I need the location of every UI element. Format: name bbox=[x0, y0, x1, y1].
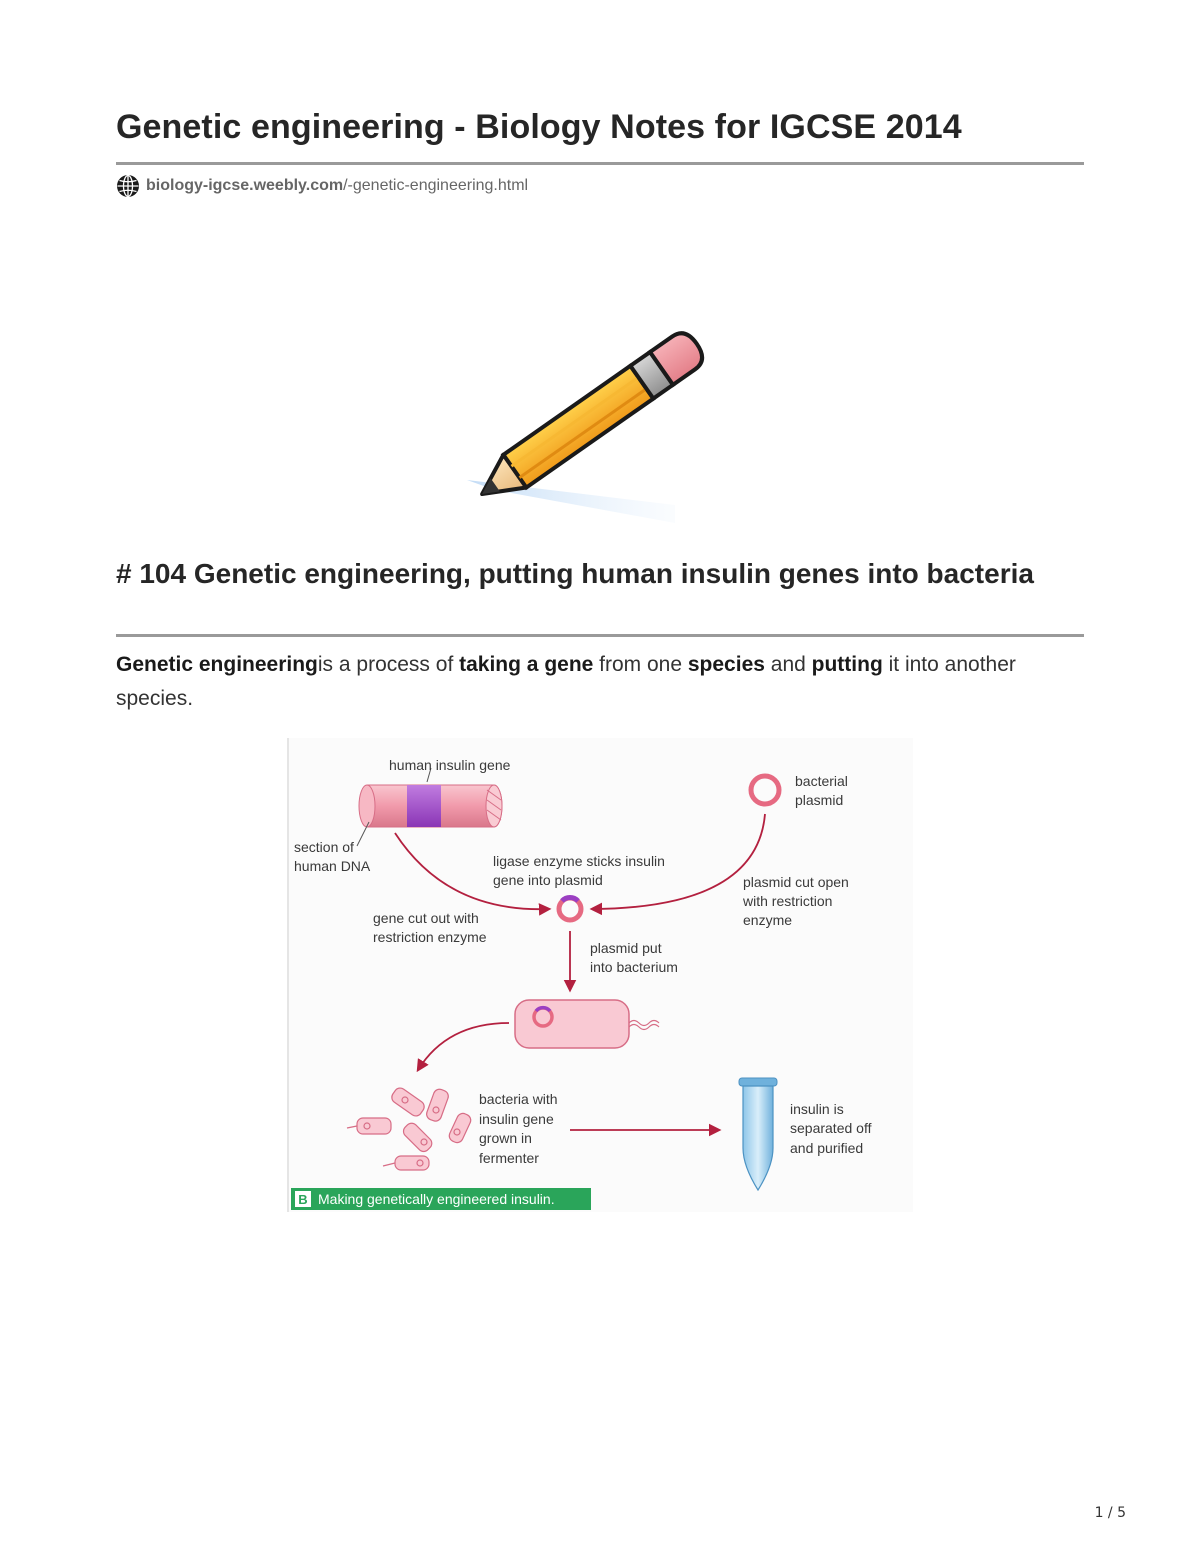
label-bacterial-plasmid: bacterial bbox=[795, 773, 848, 789]
label-section-of-dna: human DNA bbox=[294, 858, 371, 874]
label-bacteria-with: grown in bbox=[479, 1130, 532, 1146]
label-bacteria-with: bacteria with bbox=[479, 1091, 558, 1107]
source-link[interactable]: biology-igcse.weebly.com/-genetic-engine… bbox=[116, 173, 528, 199]
insulin-gene-segment bbox=[407, 785, 441, 827]
page-number: 1 / 5 bbox=[1094, 1505, 1126, 1521]
bacterial-plasmid bbox=[748, 773, 782, 807]
leader-line bbox=[426, 767, 432, 783]
label-bacteria-with: fermenter bbox=[479, 1150, 539, 1166]
label-insulin-separated: and purified bbox=[790, 1140, 863, 1156]
text-run: is a process of bbox=[317, 653, 460, 676]
dna-section bbox=[358, 784, 503, 828]
label-ligase: gene into plasmid bbox=[493, 872, 603, 888]
label-human-insulin-gene: human insulin gene bbox=[389, 757, 511, 773]
globe-icon bbox=[117, 174, 139, 198]
text-run: it into another species. bbox=[116, 653, 1016, 710]
bacteria-colony bbox=[346, 1087, 472, 1171]
intro-paragraph: Genetic engineeringis a process of takin… bbox=[116, 648, 1084, 716]
label-section-of-dna: section of bbox=[294, 839, 354, 855]
label-bacteria-with: insulin gene bbox=[479, 1111, 554, 1127]
arrow-gene-to-plasmid bbox=[394, 832, 552, 916]
source-domain[interactable]: biology-igcse.weebly.com bbox=[146, 177, 344, 194]
source-path[interactable]: /-genetic-engineering.html bbox=[343, 177, 529, 194]
label-plasmid-cut: with restriction bbox=[742, 893, 832, 909]
text-run: and bbox=[764, 653, 812, 676]
label-plasmid-put: into bacterium bbox=[590, 959, 678, 975]
recombinant-plasmid bbox=[556, 895, 584, 923]
label-plasmid-put: plasmid put bbox=[590, 940, 662, 956]
label-plasmid-cut: enzyme bbox=[743, 912, 792, 928]
test-tube bbox=[738, 1077, 778, 1192]
arrow-to-fermenter bbox=[416, 1022, 510, 1073]
title-divider bbox=[116, 162, 1084, 165]
insulin-diagram: human insulin gene section of human DNA … bbox=[287, 738, 913, 1212]
section-divider bbox=[116, 634, 1084, 637]
label-ligase: ligase enzyme sticks insulin bbox=[493, 853, 665, 869]
label-plasmid-cut: plasmid cut open bbox=[743, 874, 849, 890]
caption-text: Making genetically engineered insulin. bbox=[318, 1191, 555, 1207]
term-putting: putting bbox=[811, 653, 883, 676]
term-genetic-engineering: Genetic engineering bbox=[116, 653, 318, 676]
diagram-svg: human insulin gene section of human DNA … bbox=[287, 738, 913, 1212]
text-run: from one bbox=[593, 653, 688, 676]
term-taking-a-gene: taking a gene bbox=[459, 653, 594, 676]
page-title: Genetic engineering - Biology Notes for … bbox=[116, 108, 962, 146]
label-gene-cut: gene cut out with bbox=[373, 910, 479, 926]
term-species: species bbox=[687, 653, 765, 676]
arrow-plasmid-cut bbox=[589, 813, 766, 916]
label-bacterial-plasmid: plasmid bbox=[795, 792, 843, 808]
caption-letter: B bbox=[298, 1192, 307, 1207]
bacterium bbox=[514, 999, 660, 1049]
pencil-illustration bbox=[467, 331, 705, 523]
figure-caption: B Making genetically engineered insulin. bbox=[291, 1188, 591, 1210]
leader-line bbox=[356, 821, 370, 847]
label-gene-cut: restriction enzyme bbox=[373, 929, 487, 945]
label-insulin-separated: insulin is bbox=[790, 1101, 844, 1117]
section-heading: # 104 Genetic engineering, putting human… bbox=[116, 558, 1034, 589]
label-insulin-separated: separated off bbox=[790, 1120, 872, 1136]
